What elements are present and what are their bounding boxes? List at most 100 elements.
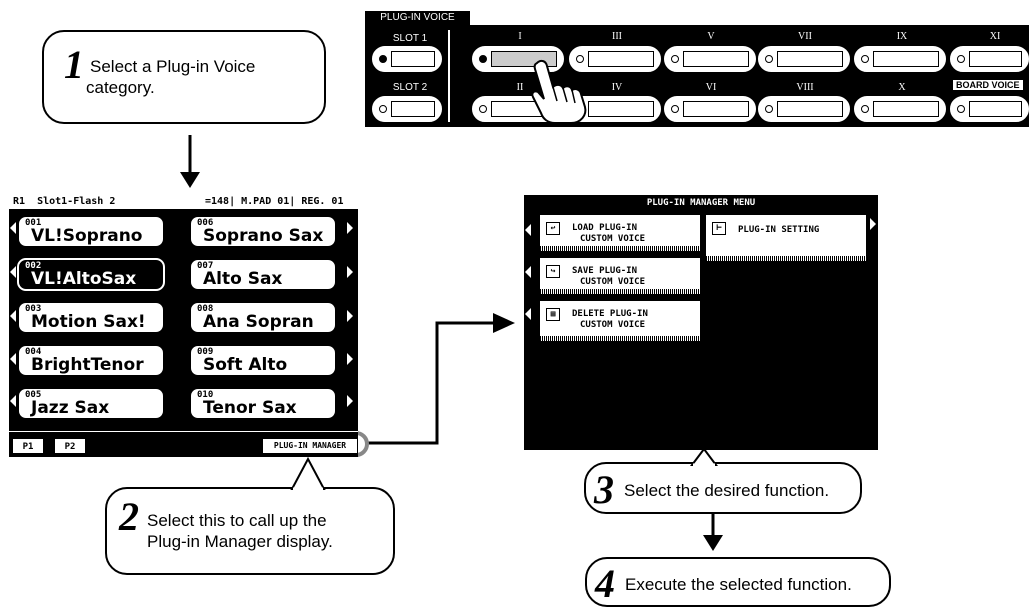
voice-name: VL!AltoSax (31, 269, 137, 289)
category-label-iii: III (612, 31, 622, 42)
voice-number: 006 (197, 218, 214, 228)
slot2-key (391, 101, 435, 117)
voice-button-006[interactable]: 006 Soprano Sax (189, 215, 337, 248)
load-line1: LOAD PLUG-IN (572, 223, 638, 233)
voice-name: Jazz Sax (31, 398, 110, 418)
category-button-vii[interactable] (758, 46, 850, 72)
voice-button-001[interactable]: 001 VL!Soprano (17, 215, 165, 248)
category-xi-key (969, 51, 1022, 67)
step1-line1: Select a Plug-in Voice (90, 57, 256, 76)
category-label-vii: VII (798, 31, 812, 42)
category-button-iv[interactable] (569, 96, 661, 122)
plugin-setting-button[interactable]: ⊢ PLUG-IN SETTING (706, 215, 866, 261)
board-voice-button[interactable] (950, 96, 1029, 122)
save-line1: SAVE PLUG-IN (572, 266, 638, 276)
right-scroll-arrow-2[interactable] (347, 266, 353, 278)
delete-icon: ▦ (546, 308, 560, 321)
voice-button-005[interactable]: 005 Jazz Sax (17, 387, 165, 420)
board-voice-key (969, 101, 1022, 117)
board-voice-led (957, 105, 965, 113)
step2-pointer (290, 457, 326, 490)
plugin-setting-label: PLUG-IN SETTING (738, 225, 820, 235)
slot1-key (391, 51, 435, 67)
board-voice-label: BOARD VOICE (953, 80, 1023, 90)
step3-pointer (690, 448, 718, 466)
right-scroll-arrow-4[interactable] (347, 353, 353, 365)
step4-callout: 4 Execute the selected function. (585, 557, 891, 607)
load-icon: ↩ (546, 222, 560, 235)
slot2-button[interactable] (372, 96, 442, 122)
category-xi-led (957, 55, 965, 63)
voice-name: Tenor Sax (203, 398, 297, 418)
left-scroll-arrow-3[interactable] (10, 310, 16, 322)
left-scroll-arrow-4[interactable] (10, 353, 16, 365)
category-button-vi[interactable] (664, 96, 756, 122)
voice-number: 010 (197, 390, 214, 400)
category-label-ix: IX (896, 31, 908, 42)
setting-dots (706, 256, 866, 261)
left-scroll-arrow-2[interactable] (10, 266, 16, 278)
menu-right-arrow[interactable] (870, 218, 876, 230)
voice-screen-header-left: R1 Slot1-Flash 2 (13, 196, 116, 207)
step3-callout: 3 Select the desired function. (584, 462, 862, 514)
category-button-xi[interactable] (950, 46, 1029, 72)
category-button-ix[interactable] (854, 46, 946, 72)
category-label-viii: VIII (796, 82, 814, 93)
step2-number: 2 (119, 494, 139, 539)
step4-number: 4 (595, 561, 615, 606)
voice-button-007[interactable]: 007 Alto Sax (189, 258, 337, 291)
voice-button-002[interactable]: 002 VL!AltoSax (17, 258, 165, 291)
page-tab-p1[interactable]: P1 (13, 439, 43, 453)
category-label-i: I (518, 31, 522, 42)
plugin-manager-button[interactable]: PLUG-IN MANAGER (263, 439, 357, 453)
voice-name: Soft Alto (203, 355, 288, 375)
category-iv-key (588, 101, 654, 117)
right-scroll-arrow-1[interactable] (347, 222, 353, 234)
menu-left-arrow-3[interactable] (525, 308, 531, 320)
step2-callout: 2 Select this to call up the Plug-in Man… (105, 487, 395, 575)
voice-number: 004 (25, 347, 42, 357)
voice-button-008[interactable]: 008 Ana Sopran (189, 301, 337, 334)
category-x-led (861, 105, 869, 113)
left-scroll-arrow-1[interactable] (10, 222, 16, 234)
voice-name: Soprano Sax (203, 226, 324, 246)
voice-select-screen: R1 Slot1-Flash 2 =148| M.PAD 01| REG. 01… (9, 195, 358, 457)
load-line2: CUSTOM VOICE (580, 234, 646, 244)
menu-left-arrow-2[interactable] (525, 266, 531, 278)
category-vi-led (671, 105, 679, 113)
category-label-iv: IV (611, 82, 623, 93)
right-scroll-arrow-5[interactable] (347, 395, 353, 407)
category-button-x[interactable] (854, 96, 946, 122)
left-scroll-arrow-5[interactable] (10, 395, 16, 407)
voice-button-010[interactable]: 010 Tenor Sax (189, 387, 337, 420)
step1-callout: 1 Select a Plug-in Voice category. (42, 30, 326, 124)
step2-line1: Select this to call up the (147, 511, 327, 530)
category-v-led (671, 55, 679, 63)
plugin-voice-panel-label: PLUG-IN VOICE (365, 11, 470, 25)
voice-name: VL!Soprano (31, 226, 143, 246)
category-button-v[interactable] (664, 46, 756, 72)
page-tab-p2[interactable]: P2 (55, 439, 85, 453)
menu-left-arrow-1[interactable] (525, 224, 531, 236)
voice-number: 003 (25, 304, 42, 314)
voice-button-009[interactable]: 009 Soft Alto (189, 344, 337, 377)
category-vi-key (683, 101, 749, 117)
slot1-button[interactable] (372, 46, 442, 72)
voice-name: Motion Sax! (31, 312, 146, 332)
category-ii-led (479, 105, 487, 113)
category-vii-led (765, 55, 773, 63)
slot1-label: SLOT 1 (392, 33, 428, 44)
step3-number: 3 (594, 467, 614, 512)
right-scroll-arrow-3[interactable] (347, 310, 353, 322)
voice-button-004[interactable]: 004 BrightTenor (17, 344, 165, 377)
category-button-iii[interactable] (569, 46, 661, 72)
category-button-viii[interactable] (758, 96, 850, 122)
category-ix-key (873, 51, 939, 67)
voice-name: Ana Sopran (203, 312, 314, 332)
voice-button-003[interactable]: 003 Motion Sax! (17, 301, 165, 334)
